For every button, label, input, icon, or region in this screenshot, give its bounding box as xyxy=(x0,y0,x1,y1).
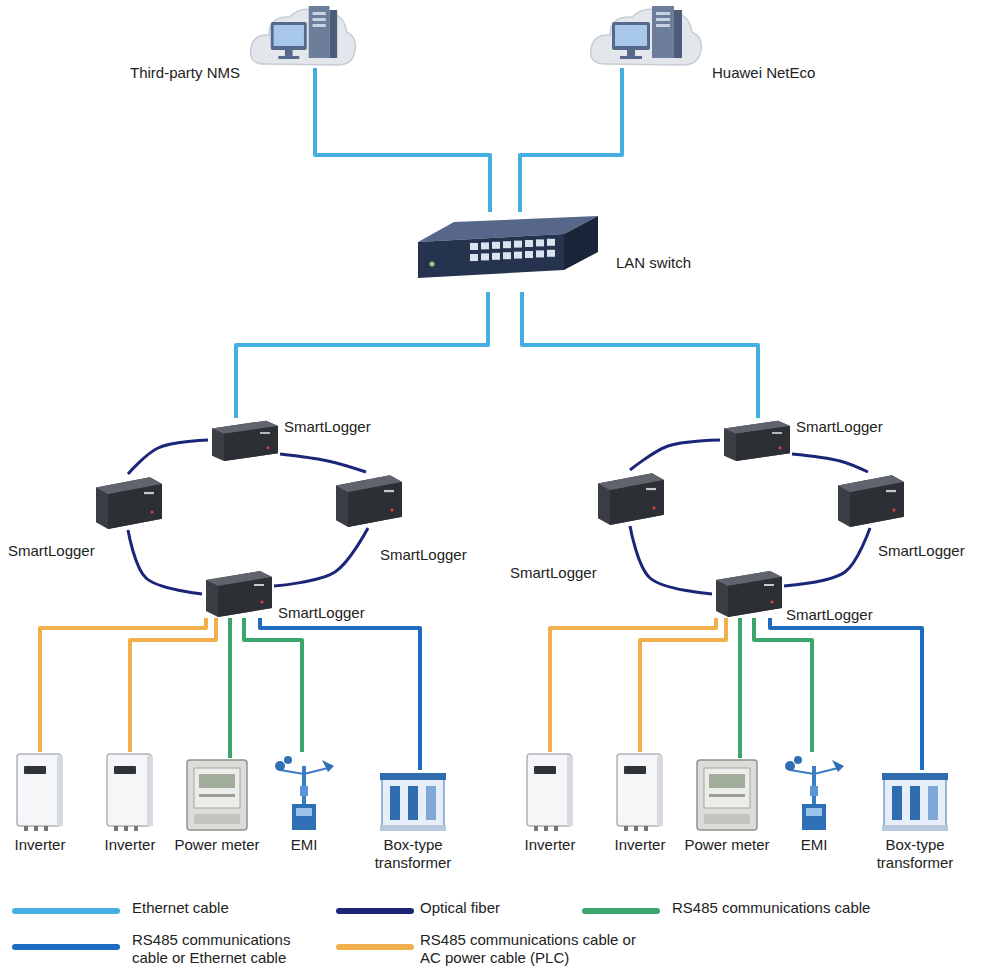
device-label: Inverter xyxy=(490,836,610,854)
inverter-icon xyxy=(524,752,576,832)
legend-label: RS485 communications cable or AC power c… xyxy=(420,931,640,967)
legend-swatch xyxy=(12,908,120,914)
legend-label: Optical fiber xyxy=(420,899,500,917)
inverter-icon xyxy=(104,752,156,832)
cable-connector xyxy=(738,618,742,758)
cable-connector xyxy=(280,454,366,472)
transformer-icon xyxy=(882,770,948,832)
cable-connector xyxy=(784,528,870,586)
device-label: SmartLogger xyxy=(8,542,95,560)
power-meter-icon xyxy=(184,758,250,832)
legend-swatch xyxy=(12,944,120,950)
smartlogger-node: SmartLogger xyxy=(202,568,274,618)
device-label: Power meter xyxy=(157,836,277,854)
smartlogger-icon xyxy=(712,568,784,618)
weather-station-icon xyxy=(782,752,846,832)
smartlogger-node: SmartLogger xyxy=(332,472,404,528)
device-label: SmartLogger xyxy=(786,606,873,624)
smartlogger-icon xyxy=(594,470,666,526)
device-label: Box-type transformer xyxy=(371,836,455,872)
cable-connector xyxy=(228,618,232,758)
cable-connector xyxy=(792,454,868,472)
cable-connector xyxy=(274,528,368,586)
weather-station-icon xyxy=(272,752,336,832)
server-node: Huawei NetEco xyxy=(588,2,704,68)
smartlogger-node: SmartLogger xyxy=(92,474,164,530)
legend-swatch xyxy=(336,944,414,950)
device-label: SmartLogger xyxy=(510,564,597,582)
server-label: Third-party NMS xyxy=(130,64,240,82)
smartlogger-node: SmartLogger xyxy=(720,418,792,462)
server-cloud-icon xyxy=(248,2,358,68)
cable-connector xyxy=(236,292,488,418)
cable-connector xyxy=(640,618,726,752)
device-label: Inverter xyxy=(70,836,190,854)
server-cloud-icon xyxy=(588,2,704,68)
device-label: Inverter xyxy=(0,836,100,854)
cable-connector xyxy=(244,618,302,752)
transformer-icon xyxy=(380,770,446,832)
cable-connector xyxy=(130,618,216,752)
cable-connector xyxy=(770,618,922,770)
device-label: Inverter xyxy=(580,836,700,854)
inverter-node: Inverter xyxy=(14,752,66,832)
cable-connector xyxy=(630,526,712,594)
inverter-node: Inverter xyxy=(524,752,576,832)
smartlogger-icon xyxy=(202,568,274,618)
cable-connector xyxy=(754,618,812,752)
inverter-node: Inverter xyxy=(104,752,156,832)
smartlogger-icon xyxy=(332,472,404,528)
power-meter-node: Power meter xyxy=(184,758,250,832)
switch-node: LAN switch xyxy=(412,212,604,292)
cable-connector xyxy=(128,440,208,474)
cable-connector xyxy=(315,68,490,212)
device-label: SmartLogger xyxy=(284,418,371,436)
legend-swatch xyxy=(582,908,660,914)
cable-connector xyxy=(522,292,758,418)
smartlogger-node: SmartLogger xyxy=(208,418,280,462)
smartlogger-icon xyxy=(208,418,280,462)
transformer-node: Box-type transformer xyxy=(380,770,446,832)
inverter-node: Inverter xyxy=(614,752,666,832)
legend-label: RS485 communications cable or Ethernet c… xyxy=(132,931,322,967)
cable-connector xyxy=(128,530,202,594)
legend-swatch xyxy=(336,908,414,914)
transformer-node: Box-type transformer xyxy=(882,770,948,832)
inverter-icon xyxy=(614,752,666,832)
smartlogger-icon xyxy=(834,472,906,528)
smartlogger-node: SmartLogger xyxy=(712,568,784,618)
emi-node: EMI xyxy=(782,752,846,832)
device-label: SmartLogger xyxy=(278,604,365,622)
device-label: Power meter xyxy=(667,836,787,854)
legend-label: Ethernet cable xyxy=(132,899,229,917)
device-label: EMI xyxy=(754,836,874,854)
power-meter-icon xyxy=(694,758,760,832)
server-node: Third-party NMS xyxy=(248,2,358,68)
smartlogger-icon xyxy=(92,474,164,530)
lan-switch-icon xyxy=(412,212,604,292)
inverter-icon xyxy=(14,752,66,832)
power-meter-node: Power meter xyxy=(694,758,760,832)
emi-node: EMI xyxy=(272,752,336,832)
cable-connector xyxy=(260,618,420,770)
device-label: EMI xyxy=(244,836,364,854)
smartlogger-node: SmartLogger xyxy=(834,472,906,528)
cable-connector xyxy=(520,68,622,212)
legend-label: RS485 communications cable xyxy=(672,899,870,917)
smartlogger-icon xyxy=(720,418,792,462)
cable-connector xyxy=(630,440,720,470)
smartlogger-node: SmartLogger xyxy=(594,470,666,526)
server-label: Huawei NetEco xyxy=(712,64,815,82)
switch-label: LAN switch xyxy=(616,254,691,272)
device-label: SmartLogger xyxy=(878,542,965,560)
device-label: SmartLogger xyxy=(796,418,883,436)
device-label: Box-type transformer xyxy=(873,836,957,872)
device-label: SmartLogger xyxy=(380,546,467,564)
